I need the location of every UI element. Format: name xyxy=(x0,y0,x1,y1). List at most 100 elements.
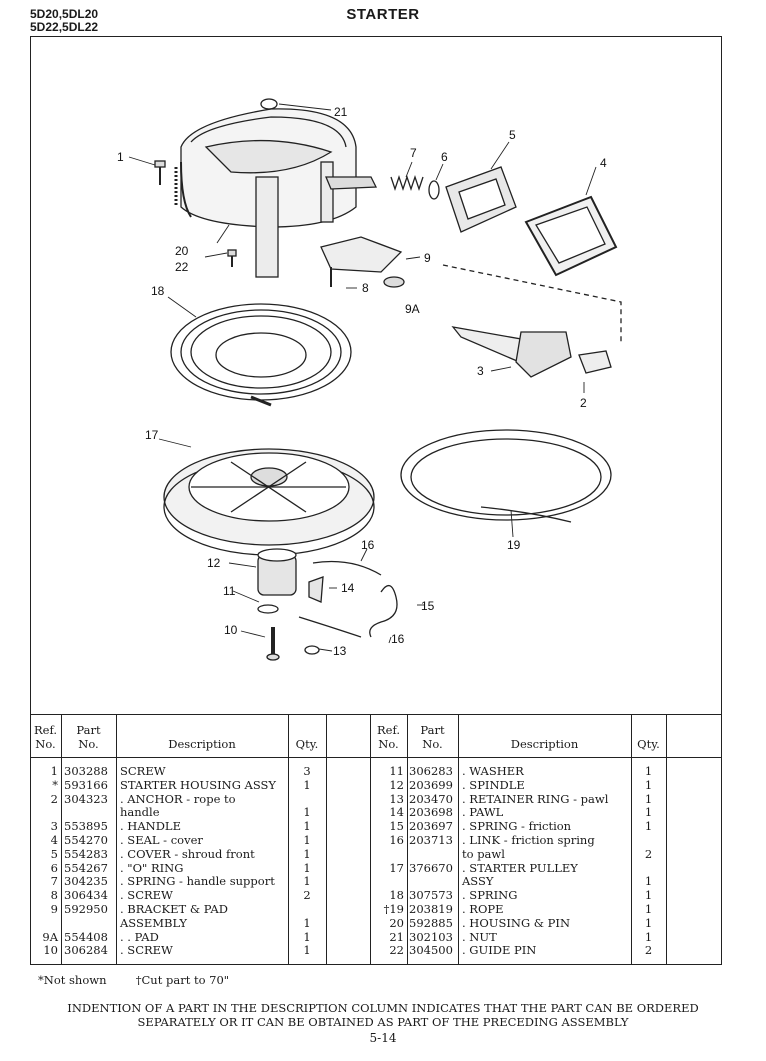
callout-16b: 16 xyxy=(391,632,405,646)
header-qty-right: Qty. xyxy=(637,737,660,751)
callout-leaders xyxy=(128,103,597,652)
cell-part: 302103 xyxy=(409,929,453,944)
guide-pin-drawing xyxy=(227,249,237,267)
cell-qty: 2 xyxy=(644,943,653,958)
cell-desc: . RETAINER RING - pawl xyxy=(462,791,609,806)
cell-ref: 7 xyxy=(50,874,58,889)
cell-ref: 12 xyxy=(389,777,404,792)
cell-part: 376670 xyxy=(409,860,453,875)
cell-part: 554283 xyxy=(64,846,108,861)
callout-13: 13 xyxy=(333,644,347,658)
cell-ref: †19 xyxy=(383,901,404,916)
cell-qty: 1 xyxy=(644,915,653,930)
cell-ref: 1 xyxy=(50,764,58,778)
callout-7: 7 xyxy=(410,146,417,160)
callout-8: 8 xyxy=(362,281,369,295)
cell-desc: STARTER HOUSING ASSY xyxy=(120,777,276,792)
cell-part: 554408 xyxy=(64,929,108,944)
cell-desc: ASSY xyxy=(462,874,494,889)
cell-qty: 1 xyxy=(303,805,311,820)
callout-9: 9 xyxy=(424,251,431,265)
cell-part: 306284 xyxy=(64,943,108,958)
cell-part: 203819 xyxy=(409,901,453,916)
cell-desc: . SPRING - friction xyxy=(462,819,572,834)
cell-ref: 16 xyxy=(389,832,404,847)
cell-qty: 1 xyxy=(644,764,653,778)
cell-desc: . SPINDLE xyxy=(462,777,525,792)
callout-16a: 16 xyxy=(361,538,375,552)
cell-desc: . STARTER PULLEY xyxy=(462,860,578,875)
cell-desc: SCREW xyxy=(120,764,166,778)
cell-ref: 6 xyxy=(50,860,58,875)
callout-15: 15 xyxy=(421,599,435,613)
header-ref-right: Ref.No. xyxy=(377,723,400,751)
table-row: 12 203699 . SPINDLE 1 xyxy=(370,777,666,793)
cell-qty: 1 xyxy=(644,901,653,916)
cell-part: 554270 xyxy=(64,832,108,847)
cell-desc: to pawl xyxy=(462,846,505,861)
cell-qty: 1 xyxy=(644,777,653,792)
callout-3: 3 xyxy=(477,364,484,378)
cell-desc: . ANCHOR - rope to xyxy=(120,791,236,806)
parts-table-header xyxy=(30,715,722,758)
cell-qty: 3 xyxy=(303,764,311,778)
header-description-left: Description xyxy=(168,737,236,751)
footnotes: *Not shown †Cut part to 70" xyxy=(38,973,229,987)
cell-qty: 1 xyxy=(303,915,311,930)
cell-qty: 1 xyxy=(303,943,311,958)
cell-part: 203470 xyxy=(409,791,453,806)
callout-22: 22 xyxy=(175,260,189,274)
cell-part: 203713 xyxy=(409,832,453,847)
cell-qty: 1 xyxy=(303,832,311,847)
cell-qty: 1 xyxy=(644,791,653,806)
footnote-cut: †Cut part to 70" xyxy=(135,973,230,987)
starter-housing-drawing xyxy=(174,98,378,278)
spindle-assembly-drawing xyxy=(257,548,297,661)
cell-qty: 1 xyxy=(644,805,653,820)
cell-desc: handle xyxy=(120,805,160,820)
cell-ref: 10 xyxy=(43,943,58,958)
cell-part: 304323 xyxy=(64,791,108,806)
cell-part: 203699 xyxy=(409,777,453,792)
cell-desc: . SCREW xyxy=(120,943,173,958)
handle-spring-drawing xyxy=(390,174,440,200)
cell-part: 306283 xyxy=(409,764,453,778)
header-ref-left: Ref.No. xyxy=(34,723,57,751)
cell-qty: 1 xyxy=(644,888,653,903)
handle-drawing xyxy=(451,326,612,378)
page-title: STARTER xyxy=(346,6,420,23)
cell-ref: 4 xyxy=(50,832,58,847)
cell-qty: 1 xyxy=(644,819,653,834)
cell-desc: . SPRING xyxy=(462,888,518,903)
starter-rope-drawing xyxy=(400,429,612,523)
callout-12: 12 xyxy=(207,556,221,570)
cell-desc: . HANDLE xyxy=(120,819,181,834)
table-row: †19 203819 . ROPE 1 xyxy=(370,901,666,917)
cell-desc: . SPRING - handle support xyxy=(120,874,275,889)
cell-part: 203698 xyxy=(409,805,453,820)
callout-17: 17 xyxy=(145,428,159,442)
callout-9a: 9A xyxy=(405,302,420,316)
header-qty-left: Qty. xyxy=(295,737,319,751)
callout-19: 19 xyxy=(507,538,521,552)
cell-part: 304500 xyxy=(409,943,453,958)
cell-ref: 9A xyxy=(42,929,58,944)
cell-desc: . ROPE xyxy=(462,901,504,916)
cell-desc: . SCREW xyxy=(120,888,173,903)
cell-ref: * xyxy=(52,777,58,792)
cell-ref: 15 xyxy=(389,819,404,834)
